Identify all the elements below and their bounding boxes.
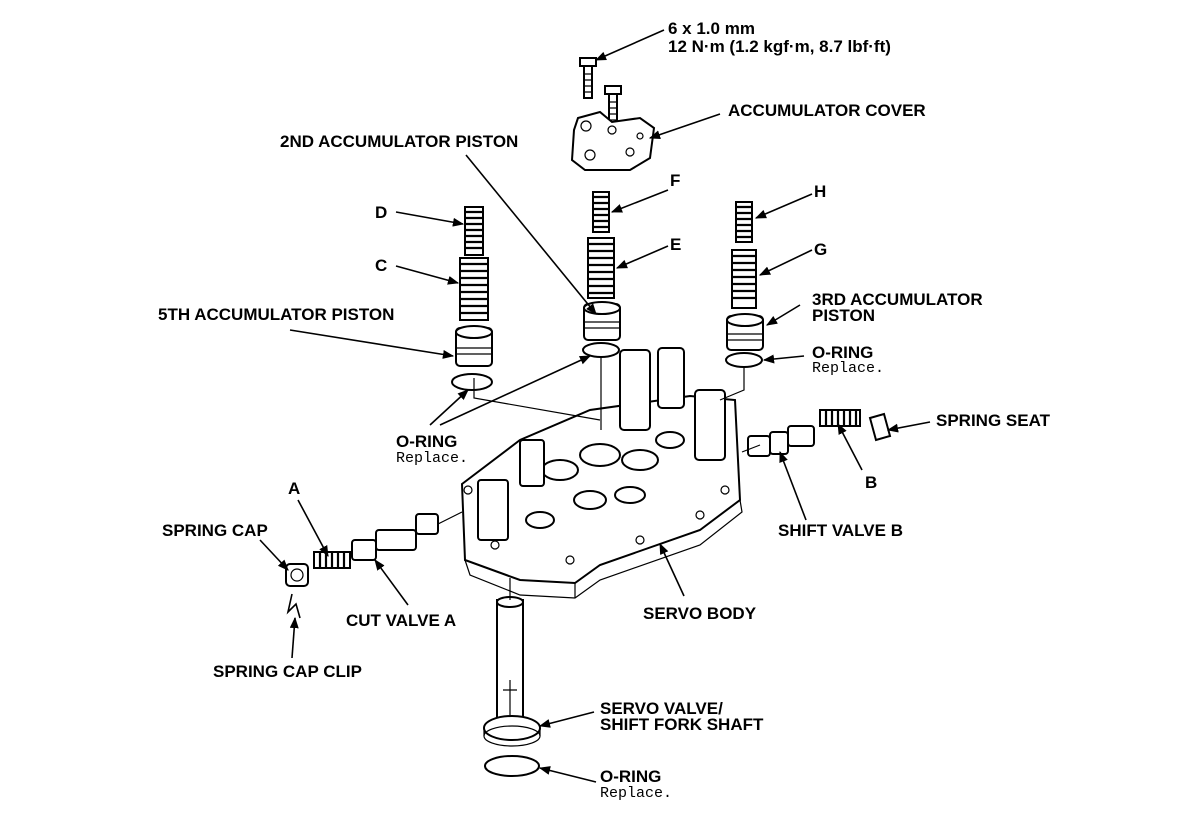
servo-valve-label-2: SHIFT FORK SHAFT: [600, 715, 764, 734]
label-b: B: [865, 473, 878, 492]
spring-h: [735, 201, 753, 243]
o-ring-second: [582, 342, 620, 358]
bolt-size-label: 6 x 1.0 mm: [668, 19, 755, 38]
accumulator-cover: [570, 110, 656, 171]
o-ring-right-label: O-RING: [812, 343, 874, 362]
second-accumulator-piston-label: 2ND ACCUMULATOR PISTON: [280, 132, 519, 151]
bolt-right: [604, 85, 622, 127]
o-ring-right-note: Replace.: [812, 360, 885, 377]
cut-valve-a: [351, 513, 439, 561]
spring-seat-label: SPRING SEAT: [936, 411, 1050, 430]
spring-g: [731, 249, 757, 309]
servo-body-label: SERVO BODY: [643, 604, 757, 623]
o-ring-bottom-label: O-RING: [600, 767, 662, 786]
o-ring-fifth: [451, 373, 493, 391]
bolt-torque-label: 12 N·m (1.2 kgf·m, 8.7 lbf·ft): [668, 37, 891, 56]
o-ring-third: [725, 352, 763, 368]
spring-cap-label: SPRING CAP: [162, 521, 268, 540]
spring-a: [313, 551, 351, 569]
label-d: D: [375, 203, 388, 222]
shift-valve-b-label: SHIFT VALVE B: [778, 521, 903, 540]
third-accumulator-piston-label-1: 3RD ACCUMULATOR: [812, 290, 983, 309]
label-h: H: [814, 182, 827, 201]
o-ring-left-label: O-RING: [396, 432, 458, 451]
o-ring-bottom-note: Replace.: [600, 785, 673, 802]
servo-valve-shift-fork-shaft: [483, 596, 541, 747]
spring-f: [592, 191, 610, 233]
spring-cap-clip: [286, 593, 301, 619]
shift-valve-b: [747, 425, 815, 457]
label-c: C: [375, 256, 388, 275]
second-accumulator-piston: [583, 301, 621, 341]
bolt-left: [579, 57, 597, 99]
label-g: G: [814, 240, 828, 259]
label-e: E: [670, 235, 682, 254]
servo-valve-label-1: SERVO VALVE/: [600, 699, 723, 718]
o-ring-shaft: [484, 755, 540, 777]
third-accumulator-piston-label-2: PISTON: [812, 306, 875, 325]
o-ring-left-note: Replace.: [396, 450, 469, 467]
third-accumulator-piston: [726, 313, 764, 351]
fifth-accumulator-piston-label: 5TH ACCUMULATOR PISTON: [158, 305, 395, 324]
fifth-accumulator-piston: [455, 325, 493, 367]
spring-seat: [868, 412, 892, 442]
spring-cap-clip-label: SPRING CAP CLIP: [213, 662, 362, 681]
accumulator-cover-label: ACCUMULATOR COVER: [728, 101, 926, 120]
spring-e: [587, 237, 615, 299]
label-a: A: [288, 479, 301, 498]
spring-cap: [285, 563, 309, 587]
label-f: F: [670, 171, 681, 190]
spring-d: [464, 206, 484, 256]
spring-c: [459, 257, 489, 321]
cut-valve-a-label: CUT VALVE A: [346, 611, 457, 630]
spring-b: [819, 409, 861, 427]
servo-body: [460, 347, 743, 599]
